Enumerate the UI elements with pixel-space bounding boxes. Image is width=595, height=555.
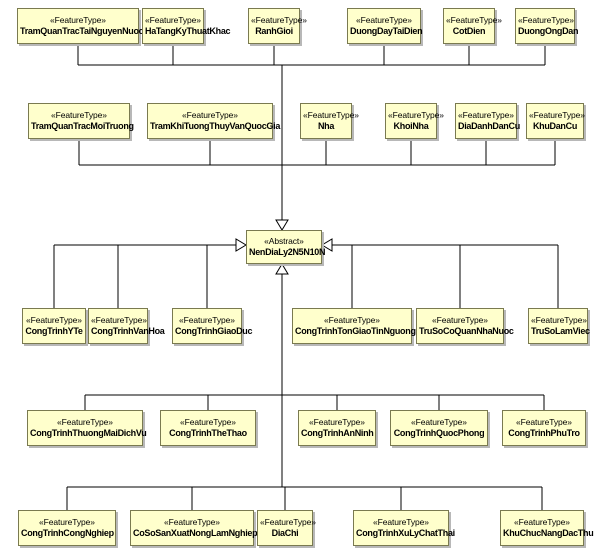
class-stereotype: «FeatureType»: [182, 109, 238, 120]
class-stereotype: «FeatureType»: [531, 314, 587, 325]
class-stereotype: «FeatureType»: [518, 14, 574, 25]
class-box-congtrinhtongiaotinnguong[interactable]: «FeatureType»CongTrinhTonGiaoTinNguong: [292, 308, 416, 344]
class-name: KhuChucNangDacThu: [503, 527, 594, 538]
class-stereotype: «FeatureType»: [91, 314, 147, 325]
class-stereotype: «FeatureType»: [179, 314, 235, 325]
class-name: TramKhiTuongThuyVanQuocGia: [150, 120, 281, 131]
class-stereotype: «FeatureType»: [309, 416, 365, 427]
class-box-trusocoquannhanuoc[interactable]: «FeatureType»TruSoCoQuanNhaNuoc: [416, 308, 514, 344]
class-name: TruSoCoQuanNhaNuoc: [419, 325, 514, 336]
class-name: CongTrinhTonGiaoTinNguong: [295, 325, 416, 336]
class-box-cososanxuatnonglamnghiep[interactable]: «FeatureType»CoSoSanXuatNongLamNghiep: [130, 510, 258, 546]
class-name: CongTrinhPhuTro: [508, 427, 580, 438]
class-box-diadanhdancu[interactable]: «FeatureType»DiaDanhDanCu: [455, 103, 520, 139]
class-stereotype: «FeatureType»: [51, 109, 107, 120]
class-box-congtrinhvanhoa[interactable]: «FeatureType»CongTrinhVanHoa: [88, 308, 165, 344]
class-name: CongTrinhVanHoa: [91, 325, 165, 336]
class-name: CoSoSanXuatNongLamNghiep: [133, 527, 258, 538]
class-name: DiaDanhDanCu: [458, 120, 520, 131]
class-name: DiaChi: [271, 527, 299, 538]
class-stereotype: «FeatureType»: [145, 14, 201, 25]
class-stereotype: «FeatureType»: [50, 14, 106, 25]
class-stereotype: «FeatureType»: [164, 516, 220, 527]
generalization-arrow-right: [321, 238, 333, 252]
class-box-cotdien[interactable]: «FeatureType»CotDien: [443, 8, 502, 44]
class-box-tramquantractainguyennuoc[interactable]: «FeatureType»TramQuanTracTaiNguyenNuoc: [17, 8, 144, 44]
class-box-khoinha[interactable]: «FeatureType»KhoiNha: [385, 103, 444, 139]
class-name: DuongDayTaiDien: [350, 25, 423, 36]
class-stereotype: «FeatureType»: [432, 314, 488, 325]
class-box-khuchucnangdacthu[interactable]: «FeatureType»KhuChucNangDacThu: [500, 510, 594, 546]
class-box-tramkhituongthuyvanquocgia[interactable]: «FeatureType»TramKhiTuongThuyVanQuocGia: [147, 103, 281, 139]
class-name: KhuDanCu: [532, 120, 578, 131]
class-stereotype: «FeatureType»: [514, 516, 570, 527]
class-box-congtrinhcongnghiep[interactable]: «FeatureType»CongTrinhCongNghiep: [18, 510, 116, 546]
class-name: RanhGioi: [255, 25, 293, 36]
class-name: CongTrinhAnNinh: [301, 427, 374, 438]
class-stereotype: «FeatureType»: [516, 416, 572, 427]
class-box-congtrinhyte[interactable]: «FeatureType»CongTrinhYTe: [22, 308, 86, 344]
class-box-congtrinhxulychatthai[interactable]: «FeatureType»CongTrinhXuLyChatThai: [353, 510, 455, 546]
class-box-congtrinhphutro[interactable]: «FeatureType»CongTrinhPhuTro: [502, 410, 586, 446]
class-box-hatangkythuatkhac[interactable]: «FeatureType»HaTangKyThuatKhac: [142, 8, 231, 44]
class-box-tramquantracmoitruong[interactable]: «FeatureType»TramQuanTracMoiTruong: [28, 103, 134, 139]
class-stereotype: «FeatureType»: [260, 516, 316, 527]
class-name: TruSoLamViec: [531, 325, 590, 336]
class-box-nha[interactable]: «FeatureType»Nha: [300, 103, 359, 139]
class-name: NenDiaLy2N5N10N: [249, 246, 326, 257]
class-name: CongTrinhThuongMaiDichVu: [30, 427, 147, 438]
class-name: Nha: [317, 120, 335, 131]
class-name: CongTrinhCongNghiep: [21, 527, 114, 538]
class-name: CongTrinhGiaoDuc: [175, 325, 253, 336]
class-name: TramQuanTracTaiNguyenNuoc: [20, 25, 144, 36]
class-stereotype: «FeatureType»: [303, 109, 359, 120]
class-stereotype: «FeatureType»: [446, 14, 502, 25]
class-box-ranhgioi[interactable]: «FeatureType»RanhGioi: [248, 8, 307, 44]
class-stereotype: «FeatureType»: [388, 109, 444, 120]
class-name: CongTrinhXuLyChatThai: [356, 527, 455, 538]
generalization-arrow-left: [235, 238, 247, 252]
class-box-congtrinhanninh[interactable]: «FeatureType»CongTrinhAnNinh: [298, 410, 376, 446]
class-stereotype: «FeatureType»: [180, 416, 236, 427]
class-box-khudancu[interactable]: «FeatureType»KhuDanCu: [526, 103, 585, 139]
class-stereotype: «FeatureType»: [529, 109, 585, 120]
class-name: DuongOngDan: [518, 25, 579, 36]
class-stereotype: «FeatureType»: [57, 416, 113, 427]
class-name: TramQuanTracMoiTruong: [31, 120, 134, 131]
class-box-congtrinhthuongmaidichvu[interactable]: «FeatureType»CongTrinhThuongMaiDichVu: [27, 410, 147, 446]
class-name: CongTrinhQuocPhong: [393, 427, 485, 438]
class-name: CongTrinhTheThao: [169, 427, 247, 438]
class-box-duongdaytaidien[interactable]: «FeatureType»DuongDayTaiDien: [347, 8, 423, 44]
class-stereotype: «FeatureType»: [458, 109, 514, 120]
class-box-nendialy2n5n10n[interactable]: «Abstract» NenDiaLy2N5N10N: [246, 230, 326, 264]
class-stereotype: «FeatureType»: [356, 14, 412, 25]
class-stereotype: «Abstract»: [264, 235, 304, 246]
class-box-congtrinhquocphong[interactable]: «FeatureType»CongTrinhQuocPhong: [390, 410, 488, 446]
generalization-arrow-bottom: [275, 263, 289, 275]
class-box-congtrinhthethao[interactable]: «FeatureType»CongTrinhTheThao: [160, 410, 256, 446]
class-box-trusolamviec[interactable]: «FeatureType»TruSoLamViec: [528, 308, 590, 344]
generalization-arrow-top: [275, 219, 289, 231]
class-name: CotDien: [452, 25, 486, 36]
class-box-congtrinhgiaoduc[interactable]: «FeatureType»CongTrinhGiaoDuc: [172, 308, 253, 344]
class-stereotype: «FeatureType»: [324, 314, 380, 325]
class-box-duongongdan[interactable]: «FeatureType»DuongOngDan: [515, 8, 579, 44]
class-stereotype: «FeatureType»: [373, 516, 429, 527]
class-name: KhoiNha: [393, 120, 429, 131]
class-box-diachi[interactable]: «FeatureType»DiaChi: [257, 510, 316, 546]
class-stereotype: «FeatureType»: [251, 14, 307, 25]
class-stereotype: «FeatureType»: [411, 416, 467, 427]
class-stereotype: «FeatureType»: [26, 314, 82, 325]
class-stereotype: «FeatureType»: [39, 516, 95, 527]
class-name: HaTangKyThuatKhac: [145, 25, 231, 36]
class-name: CongTrinhYTe: [25, 325, 83, 336]
